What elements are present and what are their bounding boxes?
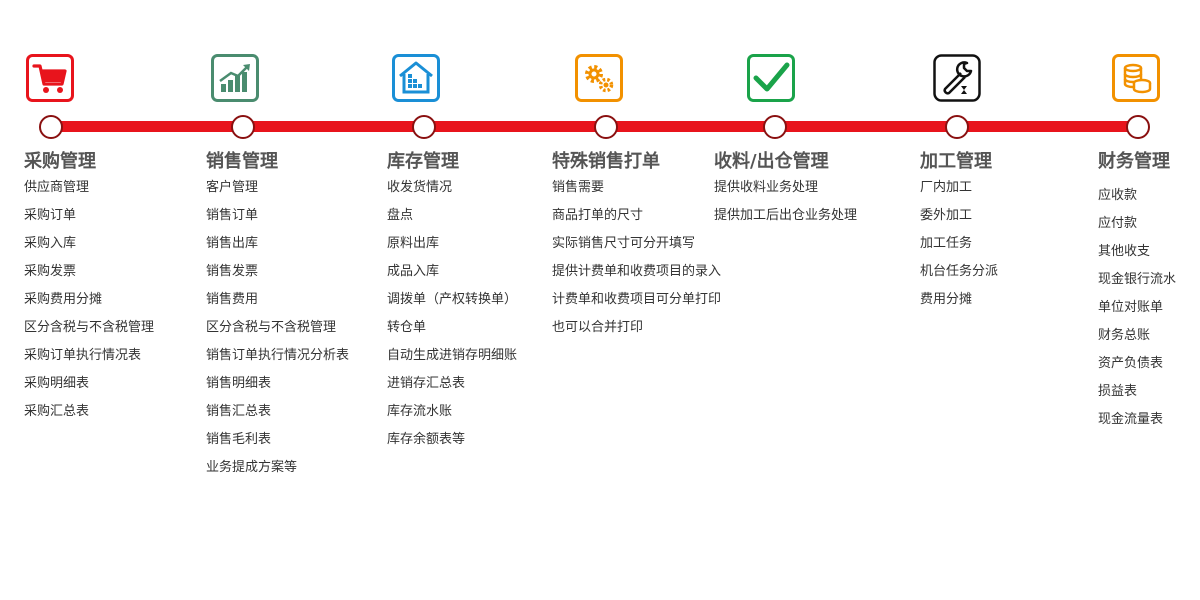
feature-item[interactable]: 财务总账: [1098, 328, 1151, 343]
module-title[interactable]: 库存管理: [387, 151, 459, 172]
feature-item[interactable]: 加工任务: [920, 236, 973, 251]
feature-item[interactable]: 供应商管理: [24, 180, 90, 195]
module-title[interactable]: 销售管理: [206, 151, 278, 172]
feature-item[interactable]: 资产负债表: [1098, 356, 1164, 371]
module-feature-list: 提供收料业务处理提供加工后出仓业务处理: [714, 178, 857, 234]
feature-item[interactable]: 销售费用: [206, 292, 259, 307]
feature-item[interactable]: 区分含税与不含税管理: [206, 320, 337, 335]
module-feature-list: 客户管理销售订单销售出库销售发票销售费用区分含税与不含税管理销售订单执行情况分析…: [206, 178, 349, 486]
feature-item[interactable]: 进销存汇总表: [387, 376, 466, 391]
feature-item[interactable]: 现金流量表: [1098, 412, 1164, 427]
feature-item[interactable]: 提供加工后出仓业务处理: [714, 208, 858, 223]
feature-item[interactable]: 自动生成进销存明细账: [387, 348, 518, 363]
feature-item[interactable]: 其他收支: [1098, 244, 1151, 259]
feature-item[interactable]: 商品打单的尺寸: [552, 208, 644, 223]
feature-item[interactable]: 应收款: [1098, 188, 1138, 203]
timeline-node-sales: [231, 115, 255, 139]
feature-item[interactable]: 销售发票: [206, 264, 259, 279]
module-title[interactable]: 特殊销售打单: [552, 151, 660, 172]
growth-chart-icon: [211, 54, 259, 102]
feature-item[interactable]: 采购订单: [24, 208, 77, 223]
feature-item[interactable]: 库存余额表等: [387, 432, 466, 447]
timeline-node-purchase: [39, 115, 63, 139]
feature-item[interactable]: 销售明细表: [206, 376, 272, 391]
timeline-bar: [50, 121, 1137, 132]
module-column-special-sales: 特殊销售打单 销售需要商品打单的尺寸实际销售尺寸可分开填写提供计费单和收费项目的…: [552, 150, 721, 346]
module-feature-list: 销售需要商品打单的尺寸实际销售尺寸可分开填写提供计费单和收费项目的录入计费单和收…: [552, 178, 721, 346]
feature-item[interactable]: 采购订单执行情况表: [24, 348, 142, 363]
timeline-node-processing: [945, 115, 969, 139]
feature-item[interactable]: 成品入库: [387, 264, 440, 279]
shopping-cart-icon: [26, 54, 74, 102]
feature-item[interactable]: 调拨单（产权转换单）: [387, 292, 518, 307]
module-column-purchase: 采购管理 供应商管理采购订单采购入库采购发票采购费用分摊区分含税与不含税管理采购…: [24, 150, 154, 430]
module-feature-list: 收发货情况盘点原料出库成品入库调拨单（产权转换单） 转仓单自动生成进销存明细账进销…: [387, 178, 517, 458]
feature-item[interactable]: 销售汇总表: [206, 404, 272, 419]
feature-item[interactable]: 采购费用分摊: [24, 292, 103, 307]
feature-item[interactable]: 机台任务分派: [920, 264, 999, 279]
feature-item[interactable]: 销售毛利表: [206, 432, 272, 447]
feature-item[interactable]: 客户管理: [206, 180, 259, 195]
feature-item[interactable]: 采购汇总表: [24, 404, 90, 419]
feature-item[interactable]: 应付款: [1098, 216, 1138, 231]
feature-item[interactable]: 损益表: [1098, 384, 1138, 399]
coins-icon: [1112, 54, 1160, 102]
feature-item[interactable]: 销售需要: [552, 180, 605, 195]
checkmark-icon: [747, 54, 795, 102]
feature-item[interactable]: 提供计费单和收费项目的录入: [552, 264, 722, 279]
module-title[interactable]: 收料/出仓管理: [714, 151, 829, 172]
feature-item[interactable]: 现金银行流水: [1098, 272, 1177, 287]
feature-item[interactable]: 收发货情况: [387, 180, 453, 195]
module-title[interactable]: 采购管理: [24, 151, 96, 172]
module-column-finance: 财务管理 应收款应付款其他收支现金银行流水单位对账单财务总账资产负债表损益表现金…: [1098, 150, 1176, 438]
feature-item[interactable]: 原料出库: [387, 236, 440, 251]
module-title[interactable]: 加工管理: [920, 151, 992, 172]
module-feature-list: 厂内加工委外加工加工任务机台任务分派费用分摊: [920, 178, 998, 318]
feature-item[interactable]: 盘点: [387, 208, 414, 223]
feature-item[interactable]: 也可以合并打印: [552, 320, 644, 335]
feature-item[interactable]: 转仓单: [387, 320, 427, 335]
feature-item[interactable]: 采购明细表: [24, 376, 90, 391]
feature-item[interactable]: 采购发票: [24, 264, 77, 279]
feature-item[interactable]: 区分含税与不含税管理: [24, 320, 155, 335]
warehouse-icon: [392, 54, 440, 102]
timeline-node-special-sales: [594, 115, 618, 139]
timeline-node-inventory: [412, 115, 436, 139]
timeline-node-material: [763, 115, 787, 139]
feature-item[interactable]: 销售订单执行情况分析表: [206, 348, 350, 363]
wrench-icon: [933, 54, 981, 102]
module-column-material: 收料/出仓管理 提供收料业务处理提供加工后出仓业务处理: [714, 150, 857, 234]
feature-item[interactable]: 费用分摊: [920, 292, 973, 307]
feature-item[interactable]: 采购入库: [24, 236, 77, 251]
feature-item[interactable]: 计费单和收费项目可分单打印: [552, 292, 722, 307]
module-title[interactable]: 财务管理: [1098, 151, 1170, 172]
module-feature-list: 应收款应付款其他收支现金银行流水单位对账单财务总账资产负债表损益表现金流量表: [1098, 186, 1176, 438]
feature-item[interactable]: 厂内加工: [920, 180, 973, 195]
gears-icon: [575, 54, 623, 102]
feature-item[interactable]: 委外加工: [920, 208, 973, 223]
module-feature-list: 供应商管理采购订单采购入库采购发票采购费用分摊区分含税与不含税管理采购订单执行情…: [24, 178, 154, 430]
feature-item[interactable]: 业务提成方案等: [206, 460, 298, 475]
feature-item[interactable]: 销售出库: [206, 236, 259, 251]
module-column-processing: 加工管理 厂内加工委外加工加工任务机台任务分派费用分摊: [920, 150, 998, 318]
module-column-sales: 销售管理 客户管理销售订单销售出库销售发票销售费用区分含税与不含税管理销售订单执…: [206, 150, 349, 486]
feature-item[interactable]: 库存流水账: [387, 404, 453, 419]
timeline-node-finance: [1126, 115, 1150, 139]
feature-item[interactable]: 单位对账单: [1098, 300, 1164, 315]
feature-item[interactable]: 提供收料业务处理: [714, 180, 819, 195]
module-column-inventory: 库存管理 收发货情况盘点原料出库成品入库调拨单（产权转换单） 转仓单自动生成进销存…: [387, 150, 517, 458]
feature-item[interactable]: 实际销售尺寸可分开填写: [552, 236, 696, 251]
feature-item[interactable]: 销售订单: [206, 208, 259, 223]
